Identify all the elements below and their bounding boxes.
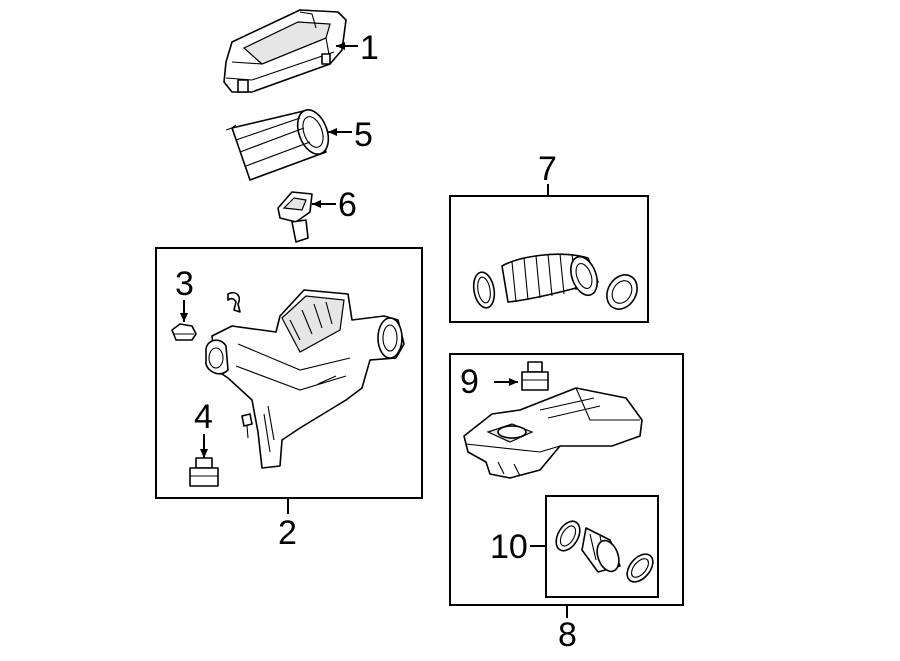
air-cleaner-cover <box>223 9 347 93</box>
hose-clip <box>227 291 241 313</box>
inlet-duct-hose <box>472 253 638 310</box>
callout-2: 2 <box>278 514 297 552</box>
callout-9: 9 <box>460 363 479 401</box>
resonator-grommet <box>521 361 549 391</box>
box-inlet-duct <box>449 195 649 323</box>
callout-4: 4 <box>194 398 213 436</box>
callout-8: 8 <box>558 616 577 654</box>
air-filter-element <box>225 109 330 181</box>
callout-1: 1 <box>360 29 379 67</box>
callout-10: 10 <box>490 528 528 566</box>
callout-7: 7 <box>538 150 557 188</box>
callout-3: 3 <box>175 265 194 303</box>
callout-5: 5 <box>354 116 373 154</box>
mount-grommet-lower <box>189 457 219 487</box>
mass-airflow-sensor <box>277 191 313 243</box>
resonator <box>463 387 643 479</box>
mounting-bolt <box>241 413 253 439</box>
mount-grommet-upper <box>171 323 197 341</box>
air-cleaner-housing <box>205 289 405 469</box>
duct-hose-kit <box>555 520 654 583</box>
callout-6: 6 <box>338 186 357 224</box>
